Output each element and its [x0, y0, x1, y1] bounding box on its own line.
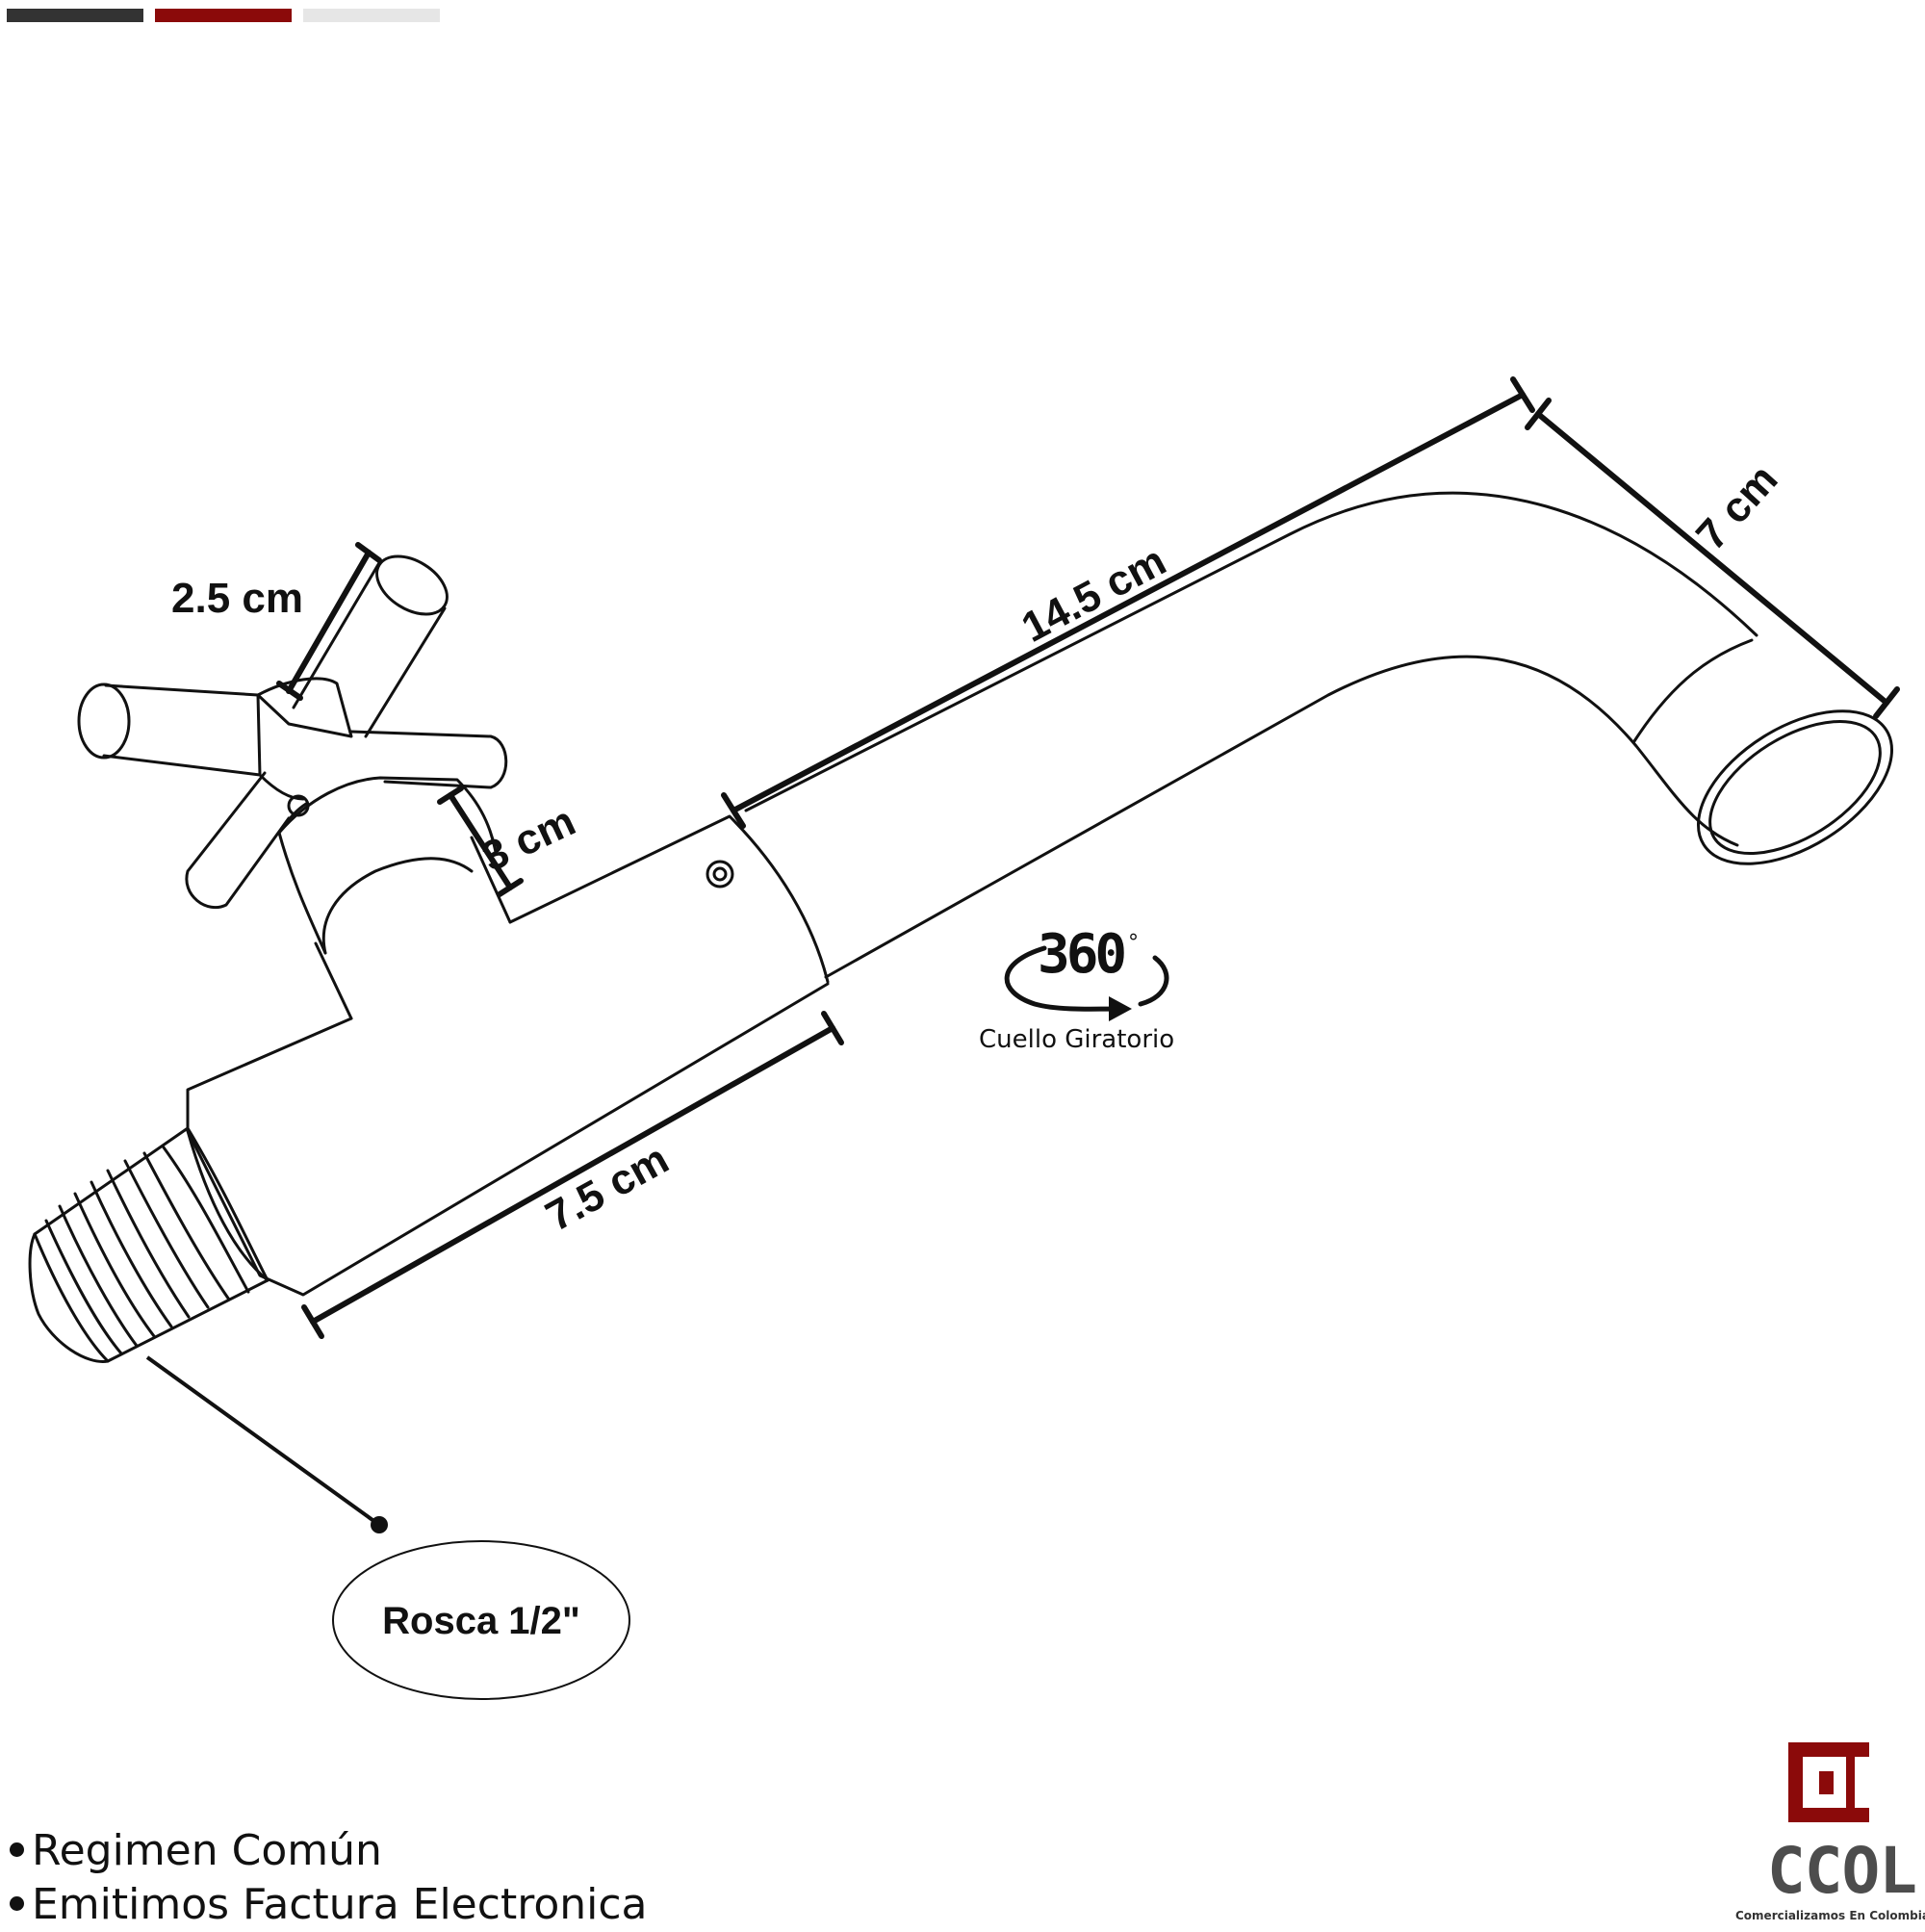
dimension-line-handle: [276, 542, 382, 701]
rotation-degree-symbol: °: [1128, 931, 1139, 955]
dimension-label-handle: 2.5 cm: [171, 575, 303, 622]
swatch-light-gray: [303, 9, 440, 22]
swatch-dark-red: [155, 9, 292, 22]
rotation-badge: 360 ° Cuello Giratorio: [979, 923, 1174, 1054]
dimension-line-body-length: [301, 1011, 844, 1339]
callout-bubble: [332, 1540, 630, 1700]
cross-handle: [77, 554, 508, 910]
footnote-item: Emitimos Factura Electronica: [10, 1878, 648, 1932]
brand-tagline: Comercializamos En Colombia: [1735, 1909, 1925, 1922]
rotation-caption: Cuello Giratorio: [979, 1025, 1174, 1054]
spout: [744, 491, 1894, 979]
brand-logo-icon: [1788, 1742, 1869, 1822]
bullet-icon: [10, 1895, 24, 1911]
thread-callout: Rosca 1/2": [145, 1355, 630, 1700]
footnote-text: Emitimos Factura Electronica: [32, 1880, 648, 1929]
dimension-label-bonnet: 3 cm: [475, 797, 583, 881]
dimension-label-spout-drop: 7 cm: [1687, 455, 1787, 558]
swivel-joint: [508, 814, 830, 984]
bullet-icon: [10, 1842, 24, 1857]
threaded-inlet: [28, 1126, 270, 1363]
dimension-line-bonnet: [437, 786, 524, 897]
rotation-degrees: 360: [1038, 923, 1124, 986]
swatch-dark-gray: [7, 9, 143, 22]
thread-callout-label: Rosca 1/2": [382, 1600, 580, 1642]
footnote-text: Regimen Común: [32, 1826, 382, 1875]
callout-dot: [371, 1516, 388, 1533]
valve-body: [186, 836, 830, 1297]
dimension-line-spout-length: [721, 376, 1535, 829]
rotation-arrowhead-icon: [1109, 996, 1132, 1021]
footnotes: Regimen Común Emitimos Factura Electroni…: [10, 1824, 648, 1932]
footnote-item: Regimen Común: [10, 1824, 648, 1878]
brand-name: CCOL: [1767, 1834, 1917, 1908]
dimension-label-body-length: 7.5 cm: [538, 1135, 677, 1240]
bonnet: [277, 776, 498, 955]
rotation-arrow-icon: [1004, 945, 1169, 1012]
dimension-line-spout-drop: [1525, 398, 1900, 719]
